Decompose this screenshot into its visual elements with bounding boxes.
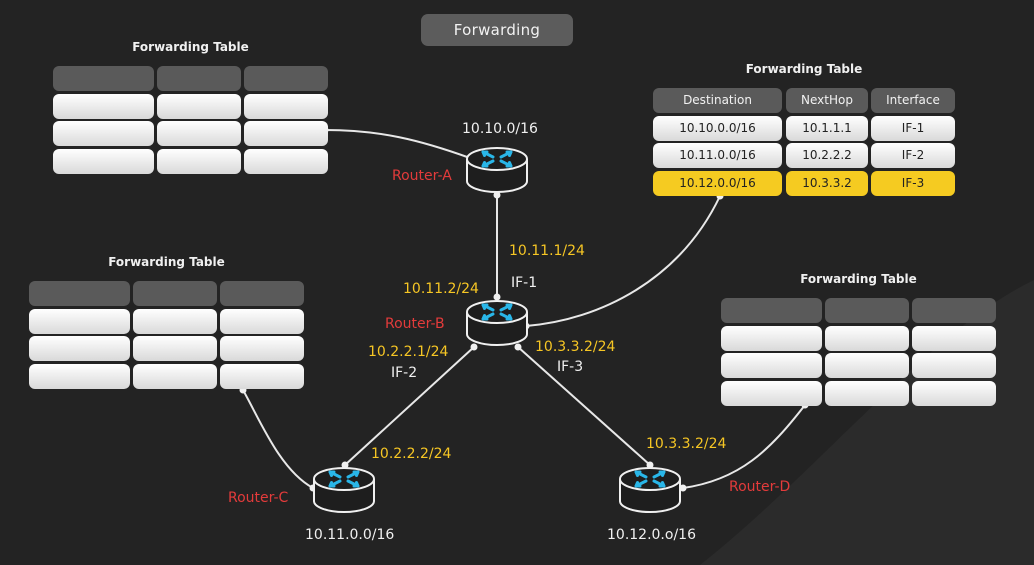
table-c-header-cell [133, 281, 217, 306]
table-cell-interface: IF-1 [871, 116, 955, 141]
table-a-cell [244, 121, 328, 146]
table-a-cell [157, 94, 241, 119]
table-d-cell [825, 353, 909, 378]
table-d-header-cell [721, 298, 822, 323]
router-d-address: 10.3.3.2/24 [646, 436, 727, 452]
router-c-icon [313, 467, 375, 513]
table-a-cell [244, 94, 328, 119]
link-table-b-router-b [525, 195, 721, 327]
column-header-nexthop: NextHop [786, 88, 868, 113]
router-b-name: Router-B [385, 316, 445, 332]
link-table-d-router-d [682, 404, 806, 489]
table-d-cell [825, 381, 909, 406]
table-cell-destination: 10.10.0.0/16 [653, 116, 782, 141]
table-c-header-cell [220, 281, 304, 306]
router-b-if1-name: IF-1 [511, 275, 538, 291]
router-d-name: Router-D [729, 479, 791, 495]
router-c-address: 10.2.2.2/24 [371, 446, 452, 462]
table-d-cell [721, 353, 822, 378]
table-d-cell [912, 353, 996, 378]
table-c-cell [29, 336, 130, 361]
router-a-network: 10.10.0/16 [462, 121, 538, 137]
table-c-cell [29, 364, 130, 389]
table-a-cell [53, 94, 154, 119]
table-cell-destination-highlighted: 10.12.0.0/16 [653, 171, 782, 196]
table-c-cell [133, 309, 217, 334]
table-cell-nexthop: 10.1.1.1 [786, 116, 868, 141]
table-d-cell [721, 381, 822, 406]
table-a-cell [53, 121, 154, 146]
table-d-cell [825, 326, 909, 351]
table-a-cell [53, 149, 154, 174]
table-cell-interface: IF-2 [871, 143, 955, 168]
link-router-b-router-c [344, 346, 475, 466]
table-a-cell [157, 149, 241, 174]
router-d-icon [619, 467, 681, 513]
table-a-header-cell [244, 66, 328, 91]
router-a-icon [466, 147, 528, 193]
table-b-title: Forwarding Table [745, 62, 863, 76]
router-b-if3-name: IF-3 [557, 359, 584, 375]
table-cell-destination: 10.11.0.0/16 [653, 143, 782, 168]
router-a-name: Router-A [392, 168, 452, 184]
table-d-cell [912, 381, 996, 406]
link-table-c-router-c [242, 389, 314, 489]
router-b-if3-address: 10.3.3.2/24 [535, 339, 616, 355]
table-c-header-cell [29, 281, 130, 306]
link-table-a-router-a [324, 129, 471, 159]
router-b-if1-address: 10.11.2/24 [403, 281, 479, 297]
table-c-title: Forwarding Table [108, 255, 225, 269]
router-d-network: 10.12.0.o/16 [607, 527, 696, 543]
table-d-header-cell [825, 298, 909, 323]
table-d-header-cell [912, 298, 996, 323]
table-a-cell [157, 121, 241, 146]
table-cell-nexthop: 10.2.2.2 [786, 143, 868, 168]
table-a-header-cell [53, 66, 154, 91]
table-a-header-cell [157, 66, 241, 91]
table-c-cell [220, 309, 304, 334]
column-header-destination: Destination [653, 88, 782, 113]
router-b-if2-name: IF-2 [391, 365, 418, 381]
table-d-title: Forwarding Table [800, 272, 917, 286]
router-c-name: Router-C [228, 490, 289, 506]
router-b-icon [466, 300, 528, 346]
column-header-interface: Interface [871, 88, 955, 113]
table-c-cell [29, 309, 130, 334]
table-a-cell [244, 149, 328, 174]
table-cell-interface-highlighted: IF-3 [871, 171, 955, 196]
table-c-cell [220, 364, 304, 389]
table-a-title: Forwarding Table [132, 40, 249, 54]
table-d-cell [912, 326, 996, 351]
table-d-cell [721, 326, 822, 351]
table-c-cell [220, 336, 304, 361]
router-c-network: 10.11.0.0/16 [305, 527, 395, 543]
link-router-b-router-d [517, 346, 651, 466]
link-ab-address: 10.11.1/24 [509, 243, 585, 259]
table-c-cell [133, 336, 217, 361]
page-title: Forwarding [421, 14, 573, 46]
table-c-cell [133, 364, 217, 389]
table-cell-nexthop-highlighted: 10.3.3.2 [786, 171, 868, 196]
router-b-if2-address: 10.2.2.1/24 [368, 344, 449, 360]
